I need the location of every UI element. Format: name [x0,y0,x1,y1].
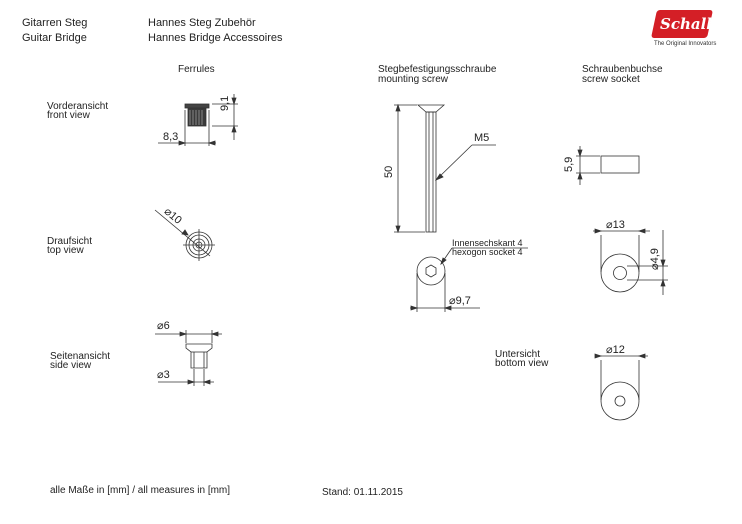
dim-socket-height: 5,9 [563,156,575,172]
footer-date: Stand: 01.11.2015 [322,487,403,498]
view-top-de: Draufsicht [47,236,93,247]
view-top-en: top view [47,245,84,256]
dim-socket-inner-diameter-value: 4,9 [649,248,661,264]
socket-side-view [576,146,640,185]
view-bottom-en: bottom view [495,358,549,369]
section-ferrules: Ferrules [178,64,215,75]
mounting-screw-side [394,103,496,234]
logo-brand: Schaller [660,15,730,33]
view-bottom-de: Untersicht [495,349,541,360]
section-socket-de: Schraubenbuchse [582,64,663,75]
socket-bottom-view [594,353,648,421]
footer-units-note: alle Maße in [mm] / all measures in [mm] [50,485,231,496]
dim-ferrule-width: 8,3 [163,131,179,143]
dim-socket-bottom-diameter: ⌀12 [606,344,625,356]
header-subtitle-en: Hannes Bridge Accessoires [148,32,283,44]
dim-socket-bottom-diameter-value: 12 [612,344,625,356]
section-screw-de: Stegbefestigungsschraube [378,64,497,75]
header-subtitle-de: Hannes Steg Zubehör [148,17,256,29]
dim-screw-length: 50 [383,165,395,178]
dim-socket-outer-diameter-value: 13 [612,219,625,231]
dim-screw-thread: M5 [474,132,490,144]
dim-ferrule-top-diameter-value: 6 [163,320,170,332]
dim-ferrule-height: 9,1 [219,95,231,111]
dim-socket-outer-diameter: ⌀13 [606,219,625,231]
mounting-screw-top [410,247,528,312]
section-screw-en: mounting screw [378,74,449,85]
schaller-logo: Schaller The Original Innovators [648,10,729,52]
ferrule-side-view [155,330,222,386]
logo-tagline: The Original Innovators [654,41,717,47]
section-socket-en: screw socket [582,74,640,85]
note-hex-en: hexogon socket 4 [452,247,523,257]
dim-ferrule-bottom-diameter: ⌀3 [157,369,170,381]
ferrule-top-view [154,209,215,261]
dim-ferrule-bottom-diameter-value: 3 [163,369,170,381]
view-side-en: side view [50,360,92,371]
dim-screw-head-diameter-value: 9,7 [455,295,471,307]
view-front-en: front view [47,110,90,121]
dim-screw-head-diameter: ⌀9,7 [449,295,471,307]
socket-top-view [593,228,668,295]
dim-socket-inner-diameter: ⌀4,9 [649,248,661,270]
header-title-en: Guitar Bridge [22,32,87,44]
view-side-de: Seitenansicht [50,351,111,362]
header-title-de: Gitarren Steg [22,17,88,29]
ferrule-front-view [158,94,238,146]
dim-ferrule-top-diameter: ⌀6 [157,320,170,332]
view-front-de: Vorderansicht [47,101,109,112]
note-hex-de: Innensechskant 4 [452,238,523,248]
